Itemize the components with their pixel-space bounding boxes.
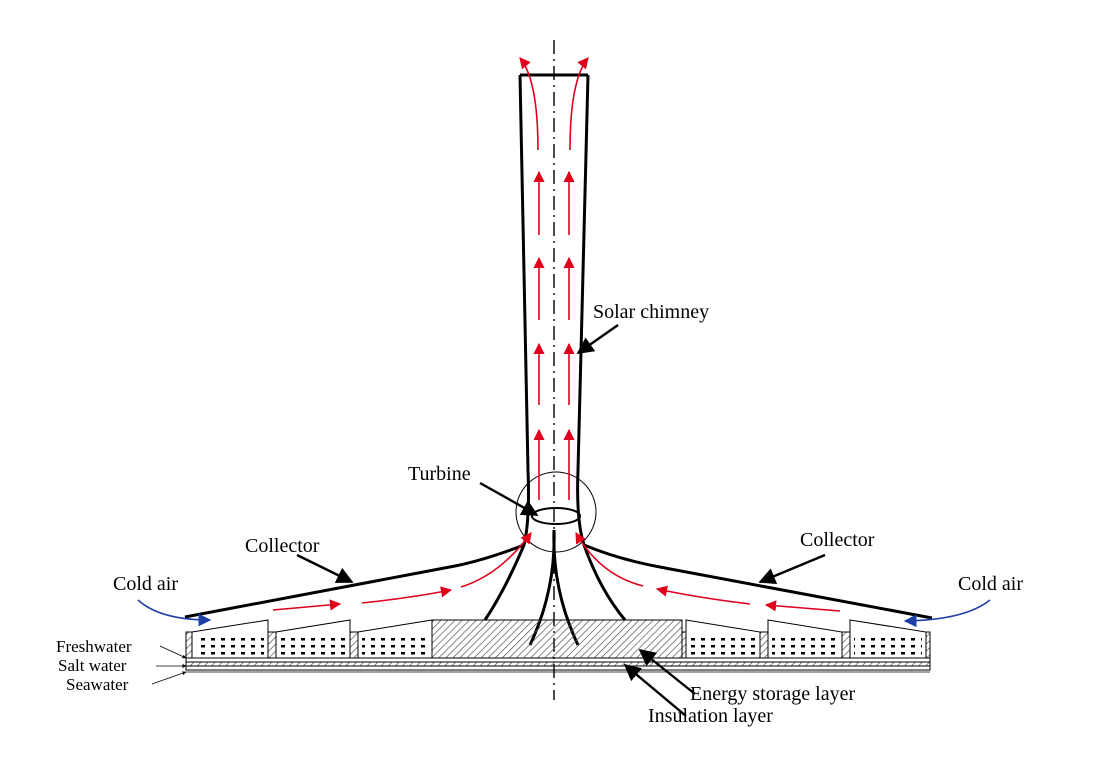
cold-air-arrow-right [903, 599, 991, 628]
label-energy-storage-layer: Energy storage layer [690, 683, 855, 705]
cold-air-arrow-left [137, 599, 212, 627]
pond-cells-left [185, 619, 433, 659]
layer-leader-lines [151, 645, 187, 685]
label-salt-water: Salt water [58, 656, 127, 675]
pond-cells-right [681, 619, 931, 659]
label-solar-chimney: Solar chimney [593, 301, 709, 323]
label-seawater: Seawater [66, 675, 129, 694]
label-turbine: Turbine [408, 463, 471, 485]
label-cold-air-right: Cold air [958, 573, 1023, 595]
collector-roof [184, 543, 933, 620]
label-cold-air-left: Cold air [113, 573, 178, 595]
label-collector-right: Collector [800, 529, 875, 551]
label-freshwater: Freshwater [56, 637, 132, 656]
collector-airflow-arrows [272, 532, 841, 612]
chimney-airflow-arrows [519, 57, 589, 500]
label-insulation-layer: Insulation layer [648, 705, 773, 727]
leader-lines [296, 324, 826, 717]
turbine [515, 471, 597, 553]
ground-layers [185, 657, 931, 673]
label-collector-left: Collector [245, 535, 320, 557]
